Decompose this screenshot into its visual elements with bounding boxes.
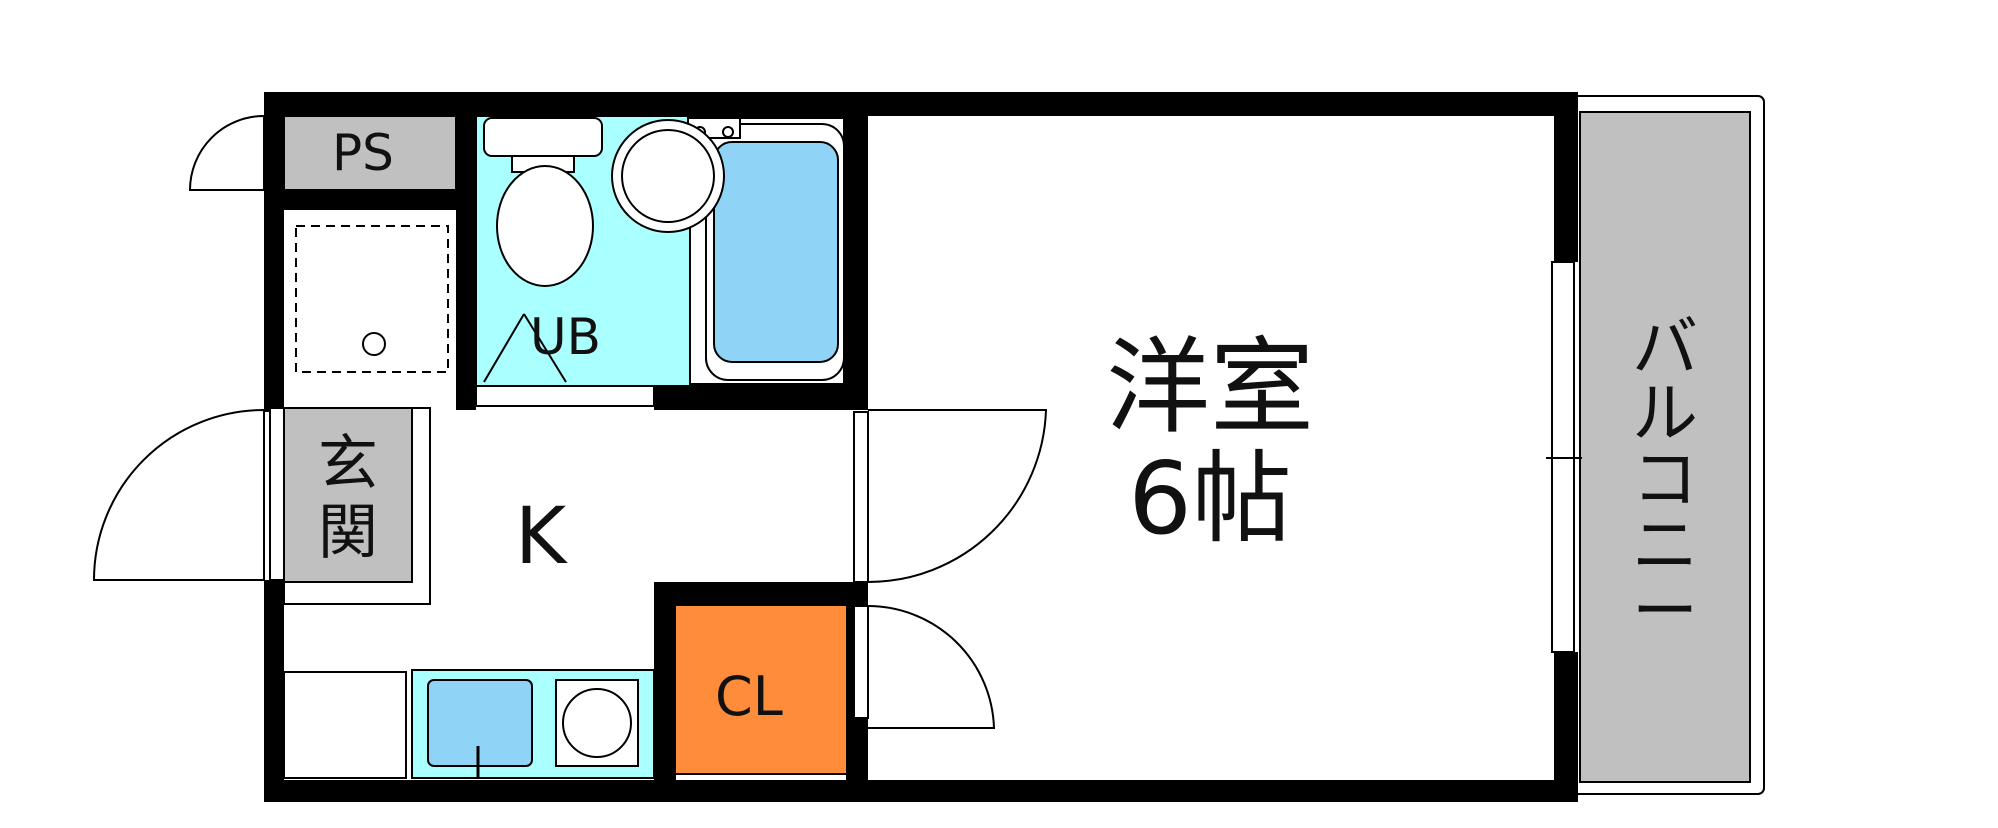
bathtub-water — [713, 141, 839, 363]
toilet-bowl-icon — [496, 165, 594, 287]
entrance-label: 玄関 — [318, 429, 378, 568]
bath-door — [475, 385, 655, 407]
entrance-area — [283, 407, 413, 583]
closet-label: CL — [715, 665, 783, 728]
western-room-label: 洋室 6帖 — [1080, 330, 1340, 554]
washer-drain-icon — [362, 332, 386, 356]
balcony-label: バルコニー — [1632, 309, 1698, 650]
stove-burner-icon — [562, 688, 632, 758]
closet-area — [673, 603, 851, 775]
fridge-space — [283, 671, 407, 779]
toilet-tank — [483, 117, 603, 157]
balcony-floor — [1579, 111, 1751, 783]
western-room-name: 洋室 — [1105, 326, 1314, 448]
kitchen-label: K — [515, 492, 567, 582]
kitchen-sink — [427, 679, 533, 767]
unit-bath-label: UB — [530, 308, 601, 366]
ps-label: PS — [332, 124, 394, 182]
western-room-size: 6帖 — [1128, 440, 1292, 558]
door-swings — [92, 115, 1048, 729]
walls — [264, 92, 1578, 802]
